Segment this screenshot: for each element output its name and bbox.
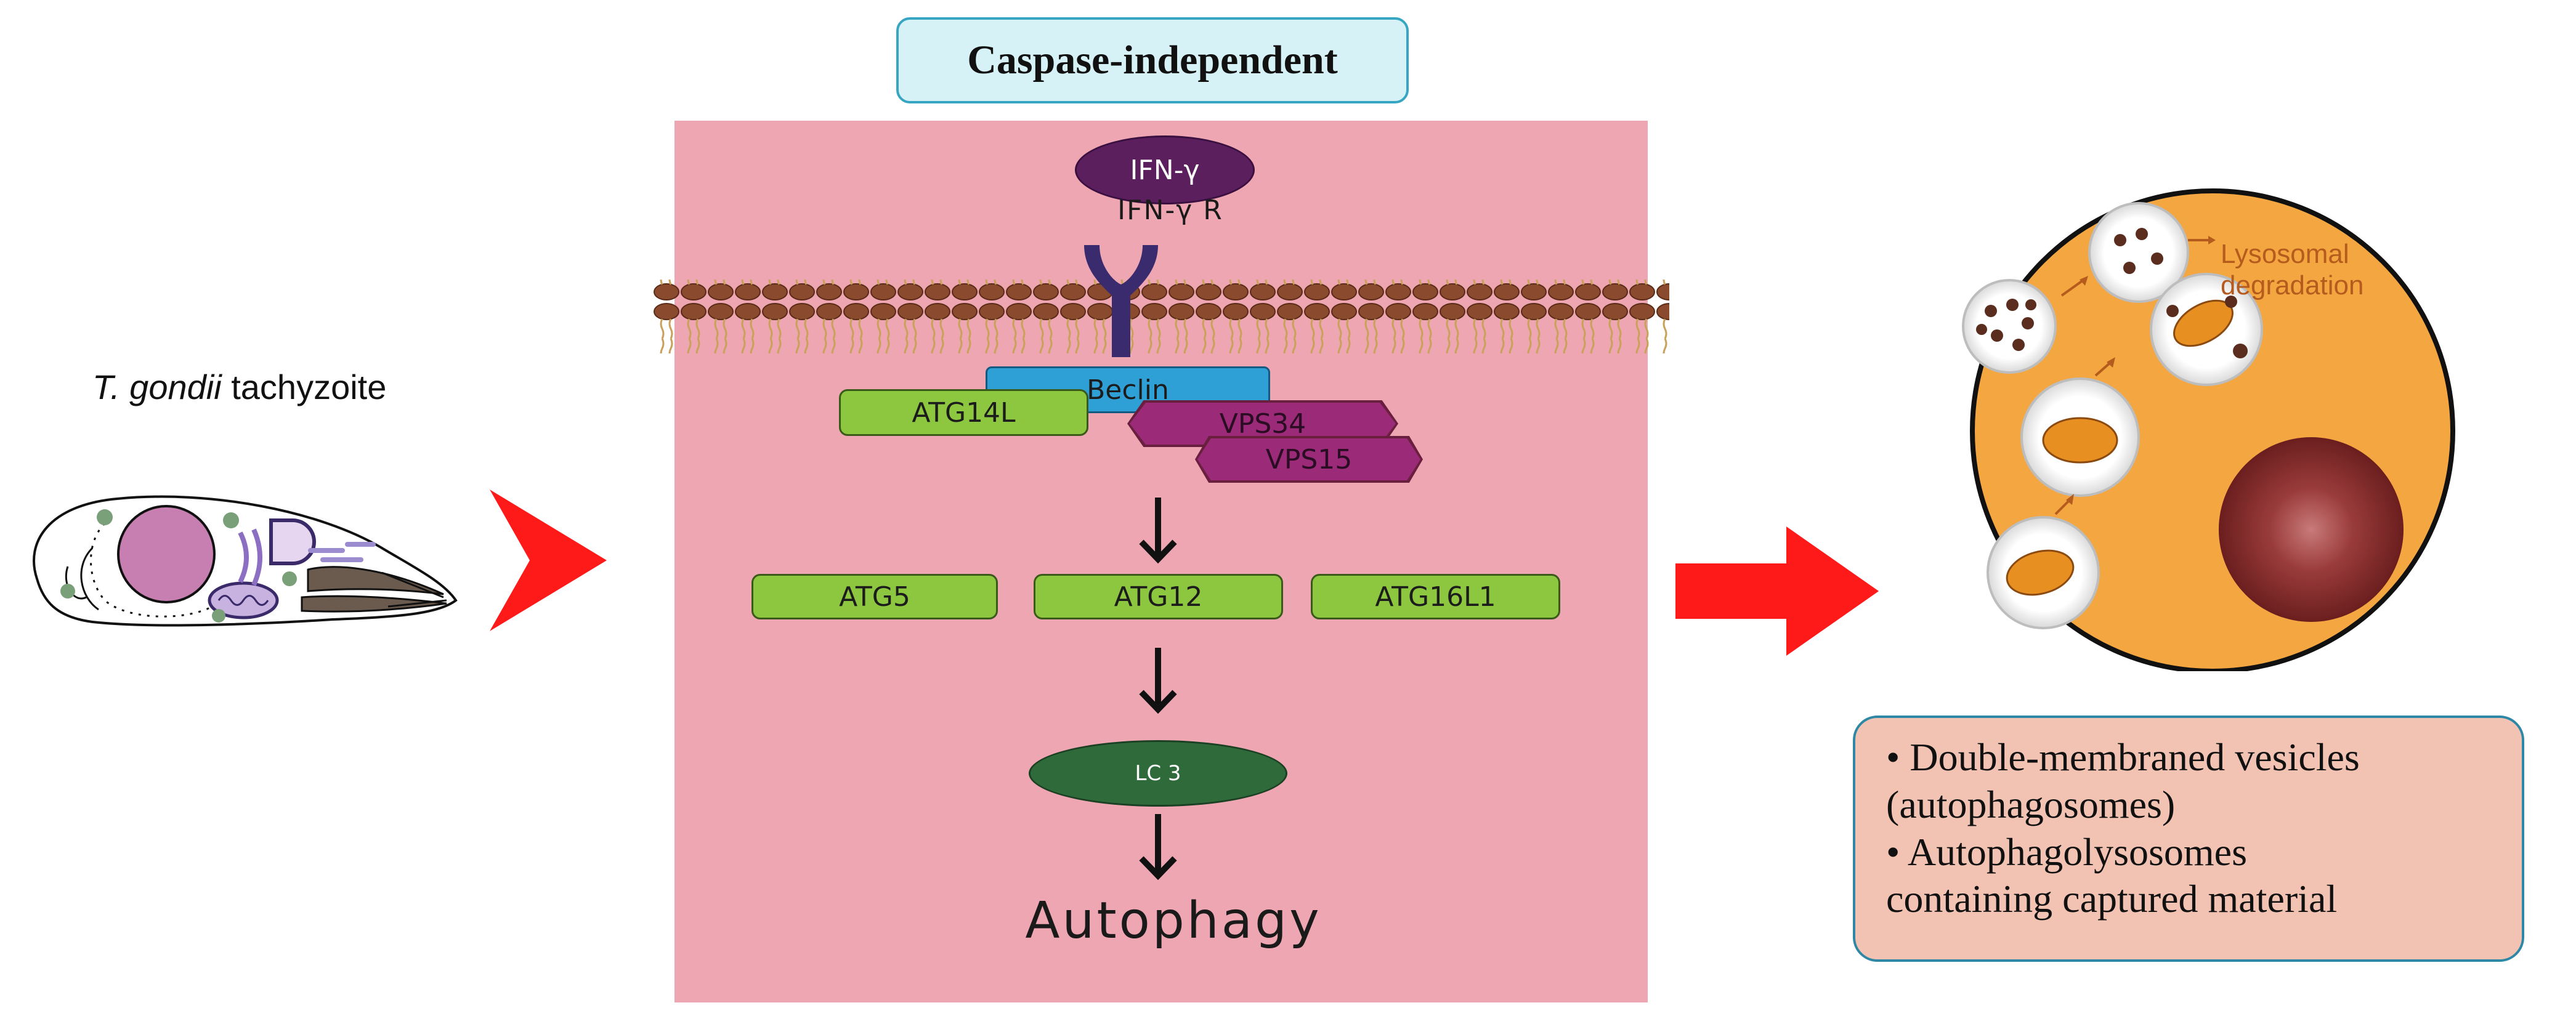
red-arrow-left: [490, 490, 607, 631]
atg16l1-node: ATG16L1: [1311, 574, 1560, 619]
lc3-label: LC 3: [1135, 761, 1181, 786]
autophagy-cell-illustration: [1962, 188, 2455, 671]
title-box: Caspase-independent: [896, 17, 1409, 103]
cell-membrane: [653, 245, 1669, 357]
lc3-node: LC 3: [1029, 740, 1287, 807]
parasite-species: T. gondii: [92, 368, 222, 406]
lysosomal-degradation-label: Lysosomal degradation: [2221, 239, 2363, 301]
atg16l1-label: ATG16L1: [1375, 581, 1496, 613]
parasite-stage: tachyzoite: [221, 368, 387, 406]
parasite-label: T. gondii tachyzoite: [92, 367, 386, 407]
atg14l-label: ATG14L: [912, 397, 1016, 429]
diagram-title: Caspase-independent: [967, 38, 1338, 83]
atg12-node: ATG12: [1034, 574, 1283, 619]
red-arrow-right: [1675, 526, 1879, 656]
atg12-label: ATG12: [1114, 581, 1203, 613]
atg14l-node: ATG14L: [839, 389, 1088, 436]
ifn-gamma-receptor-label: IFN-γ R: [1117, 195, 1223, 226]
vps15-node: VPS15: [1195, 436, 1423, 483]
info-line-3: • Autophagolysosomes: [1886, 829, 2247, 874]
down-arrow-2: [1139, 648, 1177, 714]
autophagy-label: Autophagy: [1025, 892, 1322, 950]
lysosomal-label-line2: degradation: [2221, 270, 2364, 300]
receptor-shape: [1084, 245, 1158, 357]
ifn-gamma-ligand: IFN-γ: [1075, 135, 1255, 204]
info-line-2: (autophagosomes): [1886, 782, 2176, 826]
atg5-label: ATG5: [839, 581, 910, 613]
nucleus-shape: [117, 505, 216, 603]
down-arrow-1: [1139, 498, 1177, 564]
lysosomal-label-line1: Lysosomal: [2221, 239, 2349, 269]
vps34-label: VPS34: [1219, 408, 1306, 440]
apicoplast-shape: [269, 518, 316, 565]
info-line-1: • Double-membraned vesicles: [1886, 735, 2360, 779]
info-box: • Double-membraned vesicles (autophagoso…: [1853, 716, 2524, 962]
info-line-4: containing captured material: [1886, 877, 2338, 921]
down-arrow-3: [1139, 814, 1177, 881]
cell-nucleus-shape: [2219, 437, 2404, 622]
atg5-node: ATG5: [751, 574, 998, 619]
ifn-gamma-label: IFN-γ: [1130, 154, 1200, 186]
tachyzoite-illustration: [33, 495, 458, 627]
vps15-label: VPS15: [1265, 443, 1353, 475]
